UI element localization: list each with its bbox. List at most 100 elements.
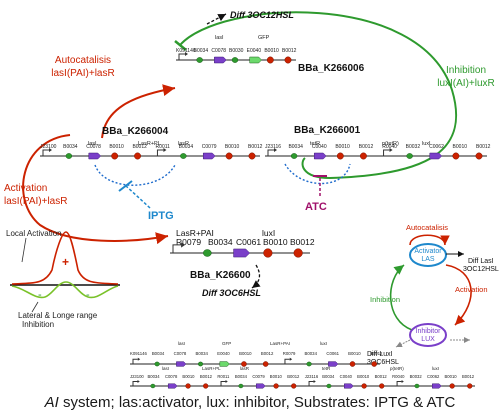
terminator-glyph — [336, 152, 344, 160]
net-autocatalisis-loop — [409, 234, 450, 246]
terminator-glyph — [359, 152, 367, 160]
part-code: K091146 — [130, 351, 147, 356]
promoter-glyph — [383, 149, 390, 156]
promoter-arrowhead — [185, 52, 188, 56]
promoter-glyph — [220, 381, 226, 386]
terminator-glyph — [284, 56, 292, 64]
part-code: J23116 — [305, 374, 319, 379]
part-code: B0012 — [132, 144, 147, 150]
promoter-glyph — [172, 244, 182, 253]
part-code: R0040 — [382, 144, 397, 150]
part-code: B0034 — [147, 374, 160, 379]
big-c0061: C0061 — [236, 237, 261, 247]
terminator-glyph — [185, 383, 191, 389]
cds-glyph — [432, 383, 442, 389]
inhibition-arc — [179, 11, 458, 179]
net-inhibition-loop — [389, 264, 413, 331]
activation-label: Activation — [4, 183, 47, 194]
part-code: B0012 — [287, 374, 300, 379]
gfp-glyph — [219, 361, 230, 367]
part-code: C0062 — [429, 144, 444, 150]
part-code: B0010 — [270, 374, 283, 379]
part-code: B0010 — [182, 374, 195, 379]
part-code: R0040 — [392, 374, 405, 379]
net-inhibition-label: Inhibition — [370, 295, 400, 304]
part-code: B0012 — [359, 144, 374, 150]
part-code: B0034 — [194, 48, 209, 54]
part-code: B0010 — [445, 374, 458, 379]
promoter-arrowhead — [137, 380, 140, 383]
promoter-glyph — [178, 53, 185, 60]
rbs-glyph — [154, 361, 160, 367]
part-code: B0034 — [179, 144, 194, 150]
cds-glyph — [429, 152, 443, 160]
part-code: B0034 — [322, 374, 335, 379]
terminator-glyph — [467, 383, 473, 389]
promoter-arrowhead — [137, 357, 141, 361]
part-code: J23100 — [40, 144, 57, 150]
part-code: C0078 — [174, 351, 187, 356]
part-code: B0010 — [264, 48, 279, 54]
part-code: B0012 — [375, 374, 388, 379]
iptg-inhibit — [125, 185, 151, 209]
part-code: lasR — [178, 141, 189, 147]
part-code: p(tetR) — [390, 366, 404, 371]
part-code: B0012 — [462, 374, 475, 379]
part-code: B0034 — [288, 144, 303, 150]
promoter-arrowhead — [313, 380, 316, 383]
terminator-glyph — [349, 361, 356, 367]
promoter-glyph — [308, 381, 314, 386]
terminator-glyph — [361, 383, 367, 389]
terminator-glyph — [449, 383, 455, 389]
cds-glyph — [328, 361, 339, 367]
promoter-glyph — [156, 149, 164, 156]
inhibitor-curve — [11, 281, 119, 299]
activator-node — [409, 243, 447, 267]
part-code: B0034 — [152, 351, 165, 356]
terminator-glyph — [266, 56, 274, 64]
terminator-glyph — [241, 361, 247, 367]
part-code: B0034 — [63, 144, 78, 150]
cds-glyph — [313, 152, 327, 160]
k266006-label: BBa_K266006 — [298, 63, 365, 74]
diff-lasi-label: Diff LasI — [468, 258, 494, 265]
terminator-glyph — [273, 383, 279, 389]
part-code: B0010 — [348, 351, 361, 356]
part-code: E0040 — [247, 48, 262, 54]
terminator-glyph — [263, 248, 273, 258]
k26600-label: BBa_K26600 — [190, 270, 251, 281]
rbs-glyph — [231, 57, 239, 63]
net-autocatalisis-label: Autocatalisis — [406, 223, 448, 232]
terminator-glyph — [225, 152, 233, 160]
cds-glyph — [202, 152, 216, 160]
rbs-glyph — [414, 383, 420, 389]
iptg-label: IPTG — [148, 210, 174, 222]
part-code: GFP — [222, 341, 231, 346]
iptg-bar — [118, 180, 133, 192]
caption-prefix: AI — [44, 394, 59, 411]
part-code: C0062 — [427, 374, 440, 379]
part-code: GFP — [258, 35, 270, 41]
lateral-pointer — [31, 301, 39, 313]
rbs-glyph — [180, 153, 187, 159]
part-code: B0010 — [239, 351, 252, 356]
local-activation-pointer — [21, 237, 27, 263]
gfp-glyph — [249, 56, 263, 64]
rbs-glyph — [197, 361, 204, 367]
terminator-glyph — [134, 152, 142, 160]
iptg-loop — [94, 164, 176, 186]
promoter-arrowhead — [181, 242, 186, 248]
cds-glyph — [167, 383, 178, 389]
part-code: C0040 — [340, 374, 353, 379]
activation-arrow — [22, 134, 169, 245]
part-code: luxI — [320, 341, 327, 346]
promoter-arrowhead — [225, 380, 228, 383]
diff-lasi-sublabel: 3OC12HSL — [463, 266, 499, 273]
part-code: B0032 — [410, 374, 423, 379]
plus-sign: + — [62, 255, 69, 269]
rbs-glyph — [306, 361, 312, 367]
rbs-glyph — [196, 57, 203, 63]
part-code: B0012 — [261, 351, 274, 356]
rbs-glyph — [65, 153, 73, 159]
